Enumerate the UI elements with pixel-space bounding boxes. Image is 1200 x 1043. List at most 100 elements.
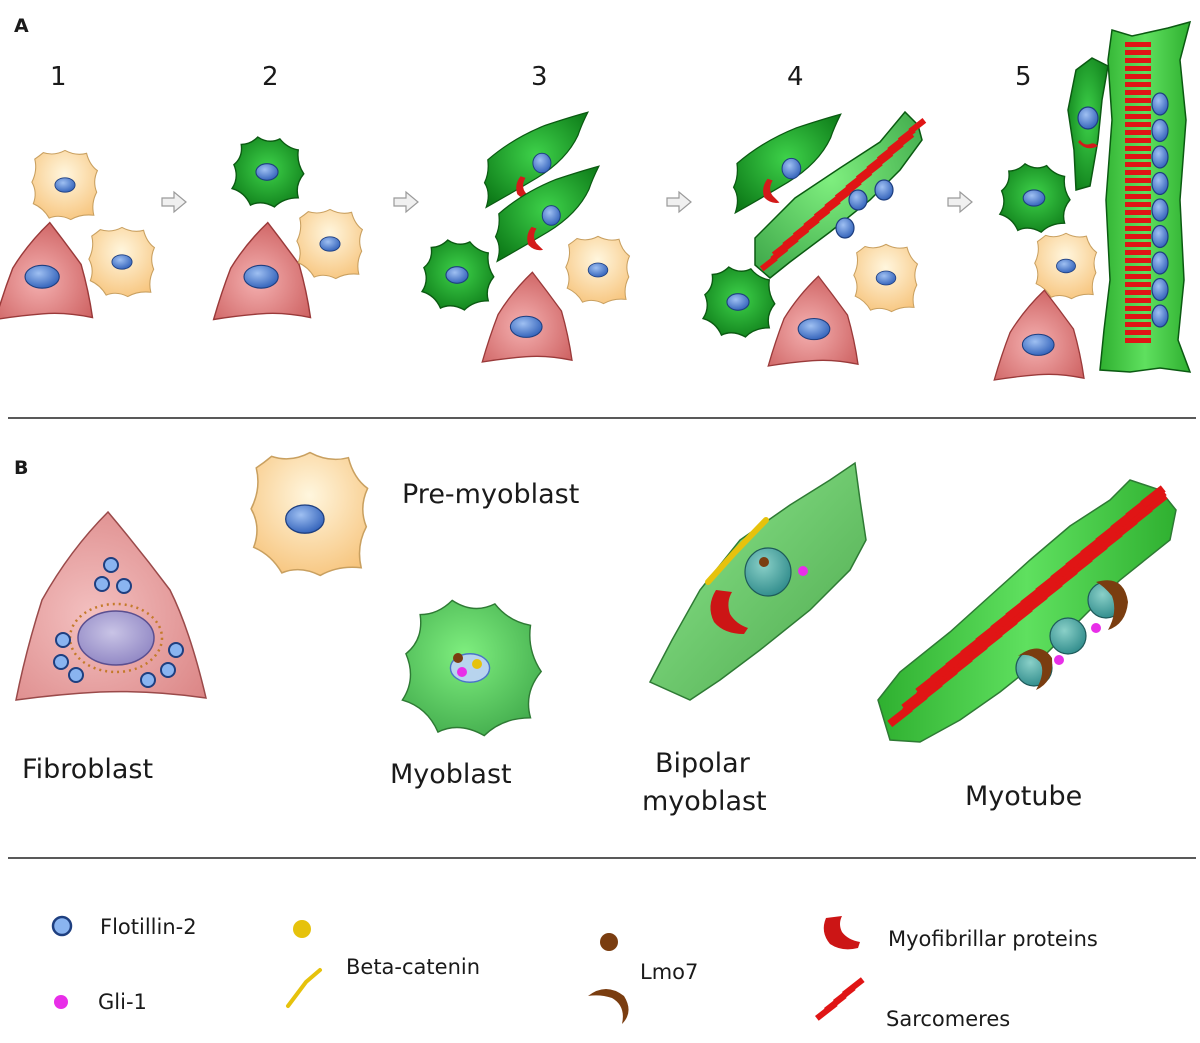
lmo7-arc [1096,580,1128,630]
nucleus [1151,118,1169,143]
pre-myoblast-cell [31,149,98,221]
myoblast-label: Myoblast [390,759,512,790]
beta-catenin-dot-icon [293,920,311,938]
fibroblast-label: Fibroblast [22,754,153,785]
sarcomere [1125,186,1151,191]
nucleus [1151,145,1169,169]
sarcomere [1125,290,1151,295]
sarcomere [1125,314,1151,319]
sarcomere [1125,98,1151,103]
legend-flotillin-2: Flotillin-2 [100,915,197,939]
nucleus [1151,198,1169,222]
sarcomere [1125,242,1151,247]
nucleus [1151,171,1169,196]
nucleus [1151,92,1169,116]
panel-label-b: B [14,457,28,479]
sarcomere-group [887,485,1168,728]
myotube-cell [877,479,1177,743]
nucleus [1049,617,1087,655]
sarcomere [1125,138,1151,143]
sarcomere [908,117,927,134]
lmo7-arc [1018,648,1053,690]
sarcomere [1125,330,1151,335]
fibroblast-cell [15,510,207,701]
myoblast-cell [231,136,305,208]
pre-myoblast-cell [296,208,363,280]
sarcomere [1125,154,1151,159]
sarcomere [1125,202,1151,207]
fibroblast-cell [481,271,573,363]
sarcomere [1125,146,1151,151]
pre-myoblast-cell [250,451,369,577]
beta-catenin-strand-icon [286,968,322,1008]
legend-gli-1: Gli-1 [98,990,147,1014]
sarcomere [1125,82,1151,87]
step-1-cells [0,149,155,321]
fibroblast-cell [212,221,312,321]
sarcomere [1125,218,1151,223]
arrow-icon [161,190,973,214]
gli-1-dot [457,667,467,677]
sarcomeres-icon [815,977,865,1021]
sarcomere [1125,58,1151,63]
bipolar-myoblast-cell [483,111,589,208]
fibroblast-cell [993,289,1085,381]
myoblast-cell [401,599,543,737]
sarcomere [1125,114,1151,119]
sarcomere [1125,282,1151,287]
step-5-cells [993,20,1192,381]
sarcomere [1125,50,1151,55]
nucleus-group [1151,92,1169,328]
myotube-cell [754,110,927,279]
sarcomere [1125,178,1151,183]
step-1-label: 1 [50,62,67,92]
legend-myofibrillar-proteins: Myofibrillar proteins [888,927,1098,951]
lmo7-arc-icon [588,989,629,1024]
sarcomere [1125,258,1151,263]
nucleus [744,547,792,597]
sarcomere [1125,170,1151,175]
sarcomere [1125,66,1151,71]
lmo7-dot [453,653,463,663]
gli-1-icon [54,995,68,1009]
nucleus [1151,224,1169,249]
fibroblast-cell [767,275,859,367]
nucleus [1151,277,1169,302]
step-2-label: 2 [262,62,279,92]
sarcomere [1125,266,1151,271]
myoblast-cell [702,266,776,338]
myofibrillar-protein [710,590,748,634]
pre-myoblast-cell [1034,232,1098,300]
pre-myoblast-cell [565,235,631,305]
myoblast-cell [999,163,1071,233]
flotillin-2-dots [53,557,184,688]
myoblast-cell [421,239,495,311]
gli-1-dot [1054,655,1064,665]
step-5-label: 5 [1015,62,1032,92]
nucleus [77,610,155,666]
gli-1-dot [798,566,808,576]
bipolar-myoblast-cell [732,113,842,214]
sarcomere [1125,122,1151,127]
myotube-label: Myotube [965,781,1082,812]
sarcomere [1125,74,1151,79]
bipolar-myoblast-cell [648,461,867,701]
sarcomere [1125,130,1151,135]
pre-myoblast-cell [853,243,919,313]
legend-lmo7: Lmo7 [640,960,698,984]
sarcomere [1125,298,1151,303]
sarcomere [1125,90,1151,95]
nucleus [1151,251,1169,275]
beta-catenin-dot [472,659,482,669]
legend-sarcomeres: Sarcomeres [886,1007,1010,1031]
sarcomere [1125,162,1151,167]
pre-myoblast-cell [88,226,155,298]
lmo7-dot-icon [600,933,618,951]
sarcomere [1125,306,1151,311]
sarcomere [1125,194,1151,199]
myotube-cell [1099,20,1192,373]
sarcomere [1125,322,1151,327]
beta-catenin-strand [705,517,769,585]
legend: Flotillin-2 Gli-1 Beta-catenin Lmo7 Myof… [51,915,1098,1031]
